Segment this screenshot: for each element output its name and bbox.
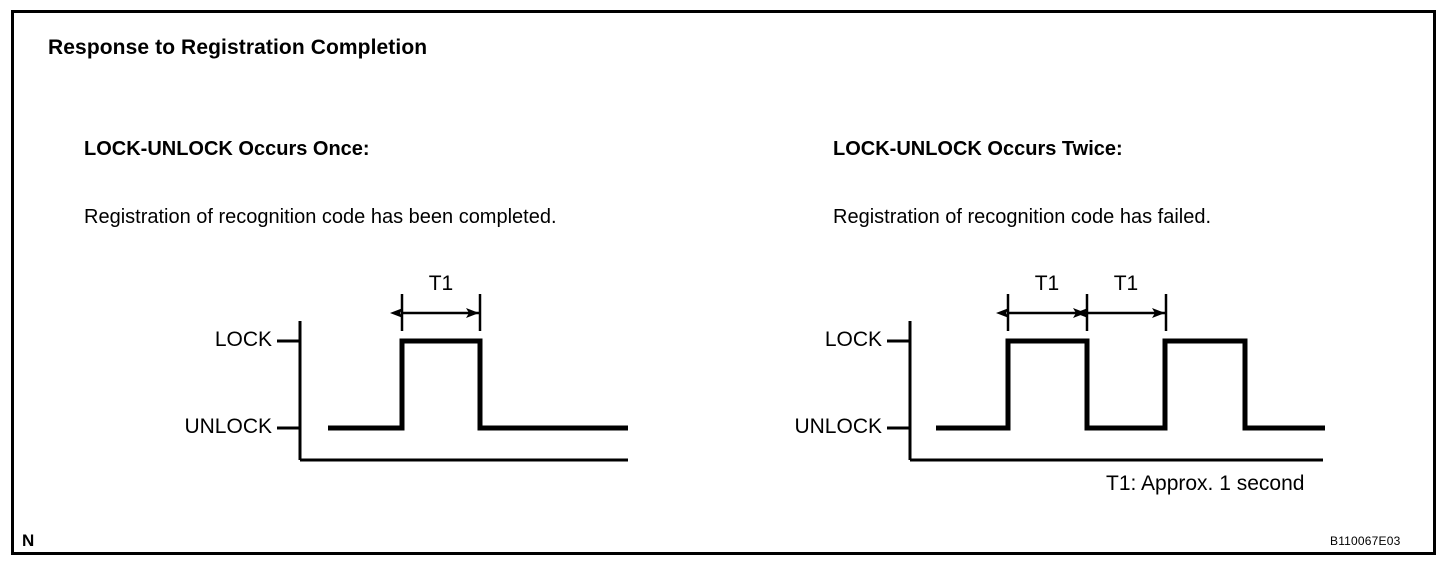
sheet-marker: N	[22, 531, 35, 550]
column-heading-once: LOCK-UNLOCK Occurs Once:	[84, 138, 370, 160]
dimension-label-t1-twice-second: T1	[1113, 272, 1139, 295]
column-description-twice: Registration of recognition code has fai…	[833, 206, 1212, 228]
column-heading-twice: LOCK-UNLOCK Occurs Twice:	[833, 138, 1123, 160]
column-description-once: Registration of recognition code has bee…	[84, 206, 557, 228]
axis-label-lock-twice: LOCK	[824, 328, 882, 351]
t1-note: T1: Approx. 1 second	[1106, 472, 1305, 495]
dimension-label-t1-once: T1	[428, 272, 454, 295]
panel-border	[11, 10, 1436, 555]
dimension-label-t1-twice-first: T1	[1034, 272, 1060, 295]
axis-label-unlock-twice: UNLOCK	[794, 415, 882, 438]
document-code: B110067E03	[1330, 534, 1401, 548]
axis-label-unlock-once: UNLOCK	[184, 415, 272, 438]
axis-label-lock-once: LOCK	[214, 328, 272, 351]
page-title: Response to Registration Completion	[48, 36, 428, 59]
